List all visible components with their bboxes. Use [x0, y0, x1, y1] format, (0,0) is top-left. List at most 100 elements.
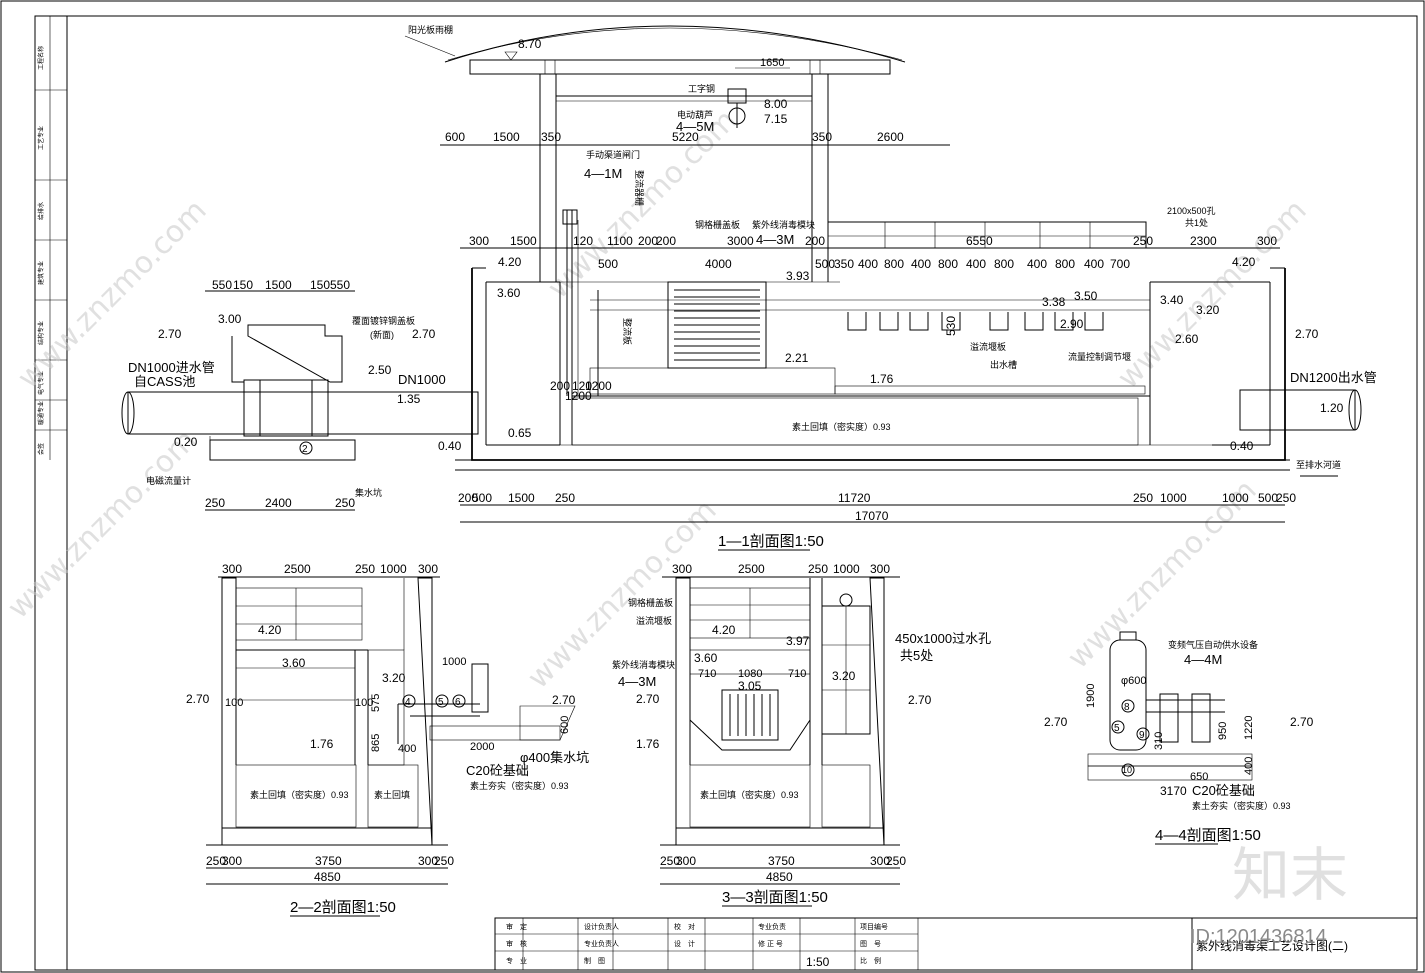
watermark-logo: 知末 — [1232, 841, 1348, 909]
dim-b250b: 250 — [1133, 491, 1153, 505]
elev-340: 3.40 — [1160, 293, 1184, 307]
hoist-label: 电动葫芦 — [677, 109, 713, 120]
tb-r2c3: 专业负责人 — [584, 939, 619, 948]
dim-b11720: 11720 — [838, 491, 871, 505]
tb-r3c1: 专 业 — [506, 956, 527, 965]
dim-b500b: 500 — [1258, 491, 1278, 505]
s44-elev-270a: 2.70 — [1044, 715, 1068, 729]
weir-label: 溢流堰板 — [970, 341, 1006, 352]
elev-800: 8.00 — [764, 97, 788, 111]
s44-dim-650: 650 — [1190, 771, 1208, 783]
s22-total-4850: 4850 — [314, 870, 341, 884]
elev-270b: 2.70 — [412, 327, 436, 341]
elev-221: 2.21 — [785, 351, 809, 365]
dim-550a: 550 — [212, 278, 232, 292]
dim-b1500: 1500 — [508, 491, 535, 505]
s33-elev-397: 3.97 — [786, 634, 810, 648]
s22-dim-100a: 100 — [225, 697, 243, 709]
inlet-pipe-label: DN1000进水管 — [128, 360, 215, 375]
sump-label: 集水坑 — [355, 487, 382, 498]
opening-label: 2100x500孔 — [1167, 206, 1216, 216]
pipe-dn-label: DN1000 — [398, 372, 446, 387]
dim-200a: 200 — [638, 234, 658, 248]
s33-elev-305: 3.05 — [738, 679, 762, 693]
s22-dim-100b: 100 — [355, 697, 373, 709]
watermark-url-4: www.znzmo.com — [1, 423, 204, 626]
s22-elev-270a: 2.70 — [186, 692, 210, 706]
trough-label: 出水槽 — [990, 359, 1017, 370]
to-river-label: 至排水河道 — [1296, 459, 1341, 470]
s22-elev-420: 4.20 — [258, 623, 282, 637]
s33-dim-2500: 2500 — [738, 562, 765, 576]
dim-1200a: 1200 — [585, 379, 612, 393]
section-2-2: 300 2500 250 1000 300 素土回填（密实度）0.93 素土回填… — [186, 562, 589, 917]
dim-700: 700 — [1110, 257, 1130, 271]
s33-dim-1080: 1080 — [738, 668, 762, 680]
deflector-label: 整流器栅 — [634, 170, 645, 206]
elev-270c: 2.70 — [1295, 327, 1319, 341]
dim-350b: 350 — [812, 130, 832, 144]
tb-r2c9: 图 号 — [860, 940, 881, 948]
s33-elev-176: 1.76 — [636, 737, 660, 751]
section-4-4-title: 4—4剖面图1:50 — [1155, 827, 1261, 844]
s33-b300a: 300 — [676, 854, 696, 868]
s22-elev-360: 3.60 — [282, 656, 306, 670]
elev-320: 3.20 — [1196, 303, 1220, 317]
dim-250b: 250 — [335, 496, 355, 510]
s22-elev-270b: 2.70 — [552, 693, 576, 707]
tb-r1c9: 项目编号 — [860, 922, 888, 931]
strip-label-7: 暖通专业 — [37, 401, 45, 425]
dim-total-17070: 17070 — [855, 509, 889, 523]
dim-2400: 2400 — [265, 496, 292, 510]
dim-6550: 6550 — [966, 234, 993, 248]
dim-b1000b: 1000 — [1222, 491, 1249, 505]
dim-350c: 350 — [834, 257, 854, 271]
dim-800d: 800 — [1055, 257, 1075, 271]
drawing-title: 紫外线消毒渠工艺设计图(二) — [1196, 939, 1348, 953]
s44-pump-2 — [1191, 693, 1211, 743]
elev-300: 3.00 — [218, 312, 242, 326]
s33-elev-270a: 2.70 — [636, 692, 660, 706]
dim-500b: 500 — [815, 257, 835, 271]
strip-label-6: 电气专业 — [37, 371, 45, 395]
elev-040a: 0.40 — [438, 439, 462, 453]
tb-r1c7: 专业负责 — [758, 922, 786, 931]
dim-b250a: 250 — [555, 491, 575, 505]
elev-040b: 0.40 — [1230, 439, 1254, 453]
outlet-pipe-label: DN1200出水管 — [1290, 370, 1377, 385]
dim-1100: 1100 — [607, 234, 633, 248]
dim-150a: 150 — [233, 278, 253, 292]
uv-label: 紫外线消毒模块 — [752, 219, 815, 230]
left-strip: 工程名称 工艺专业 给排水 建筑专业 结构专业 电气专业 暖通专业 会签 — [34, 16, 67, 460]
strip-label-5: 结构专业 — [37, 321, 45, 345]
strip-label-8: 会签 — [37, 443, 45, 455]
canopy-arc — [444, 25, 906, 63]
dim-800b: 800 — [938, 257, 958, 271]
elev-120: 1.20 — [1320, 401, 1344, 415]
s44-concrete: C20砼基础 — [1192, 783, 1255, 798]
backfill-zone — [571, 397, 1139, 446]
s33-weir-label: 溢流堰板 — [636, 615, 672, 626]
dim-500a: 500 — [598, 257, 618, 271]
dim-800c: 800 — [994, 257, 1014, 271]
flow-ctrl-label: 流量控制调节堰 — [1068, 351, 1131, 362]
tag-2: 2 — [302, 444, 308, 455]
s44-dim-1220: 1220 — [1243, 716, 1255, 740]
s22-elev-176: 1.76 — [310, 737, 334, 751]
dim-120: 120 — [573, 234, 593, 248]
strip-label-4: 建筑专业 — [37, 261, 45, 285]
backfill-label: 素土回填（密实度）0.93 — [792, 421, 891, 432]
s33-cover: 钢格栅盖板 — [628, 597, 673, 608]
s44-dim-1900: 1900 — [1085, 684, 1097, 708]
s22-dim-400: 400 — [398, 743, 416, 755]
dim-b1000a: 1000 — [1160, 491, 1187, 505]
s33-uv-tag: 4—3M — [618, 674, 656, 689]
s22-dim-575: 575 — [370, 694, 382, 712]
dim-b500: 500 — [472, 491, 492, 505]
s33-b3750: 3750 — [768, 854, 795, 868]
elev-065: 0.65 — [508, 426, 532, 440]
s22-dim-250: 250 — [355, 562, 375, 576]
s22-elev-320: 3.20 — [382, 671, 406, 685]
drawing-id: ID:1201436814 — [1190, 926, 1327, 948]
